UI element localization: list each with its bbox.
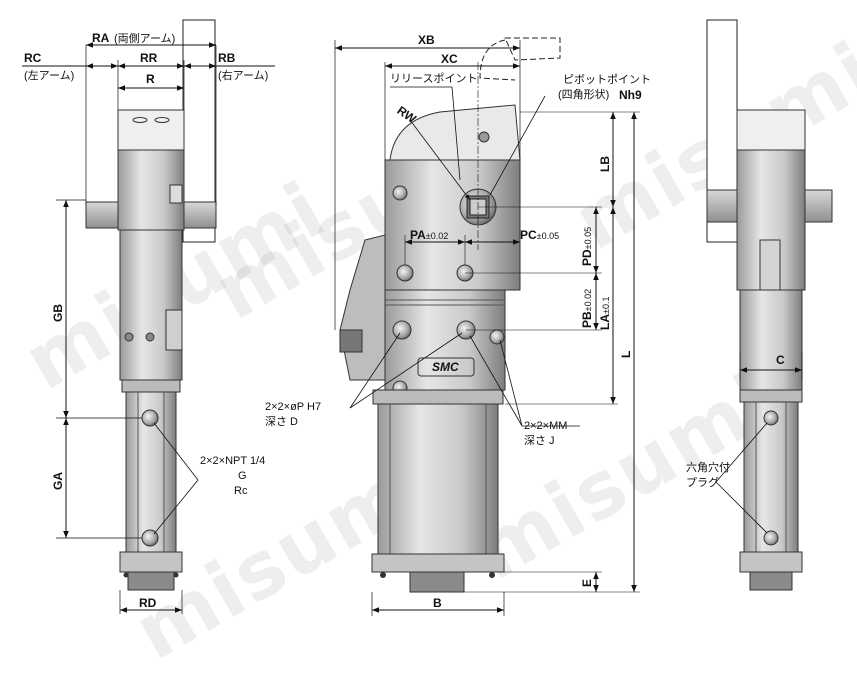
dim-ga: GA xyxy=(51,472,65,490)
port-spec-line2: G xyxy=(238,470,247,482)
dim-lb: LB xyxy=(598,156,612,172)
hole-spec-line1: 2×2×øP H7 xyxy=(265,401,322,413)
dim-rr: RR xyxy=(140,51,158,65)
dim-rb: RB xyxy=(218,51,236,65)
hole-spec-line2: 深さ D xyxy=(265,416,298,428)
dim-l: L xyxy=(619,350,633,358)
dim-pd: PD±0.05 xyxy=(580,226,594,266)
mm-spec-line1: 2×2×MM xyxy=(524,420,568,432)
dim-nh9: Nh9 xyxy=(619,88,642,102)
pivot-note: (四角形状) xyxy=(558,89,610,101)
release-point-label: リリースポイント xyxy=(390,73,478,85)
right-view xyxy=(706,19,833,591)
dim-la: LA±0.1 xyxy=(598,296,612,330)
mm-spec-line2: 深さ J xyxy=(524,435,555,447)
plug-label-line2: プラグ xyxy=(686,477,719,489)
plug-label-line1: 六角穴付 xyxy=(686,462,730,474)
dim-pc: PC±0.05 xyxy=(520,228,560,242)
port-spec-line3: Rc xyxy=(234,485,248,497)
dim-b: B xyxy=(433,596,442,610)
dim-xb: XB xyxy=(418,33,435,47)
dim-rc-note: (左アーム) xyxy=(24,70,75,82)
dim-pb: PB±0.02 xyxy=(580,288,594,328)
dim-pa: PA±0.02 xyxy=(410,228,449,242)
dim-gb: GB xyxy=(51,304,65,322)
pivot-point-label: ピボットポイント xyxy=(563,74,651,86)
dim-rd: RD xyxy=(139,596,157,610)
dim-rb-note: (右アーム) xyxy=(218,70,269,82)
dim-c: C xyxy=(776,353,785,367)
left-view xyxy=(22,19,275,614)
dim-ra-note: (両側アーム) xyxy=(114,33,176,45)
dim-xc: XC xyxy=(441,52,458,66)
dim-ra: RA xyxy=(92,31,110,45)
dim-e: E xyxy=(580,578,594,587)
smc-logo: SMC xyxy=(432,360,459,374)
center-view xyxy=(334,37,640,616)
engineering-drawing xyxy=(22,19,833,616)
dim-r: R xyxy=(146,72,155,86)
port-spec-line1: 2×2×NPT 1/4 xyxy=(200,455,266,467)
dim-rc: RC xyxy=(24,51,42,65)
